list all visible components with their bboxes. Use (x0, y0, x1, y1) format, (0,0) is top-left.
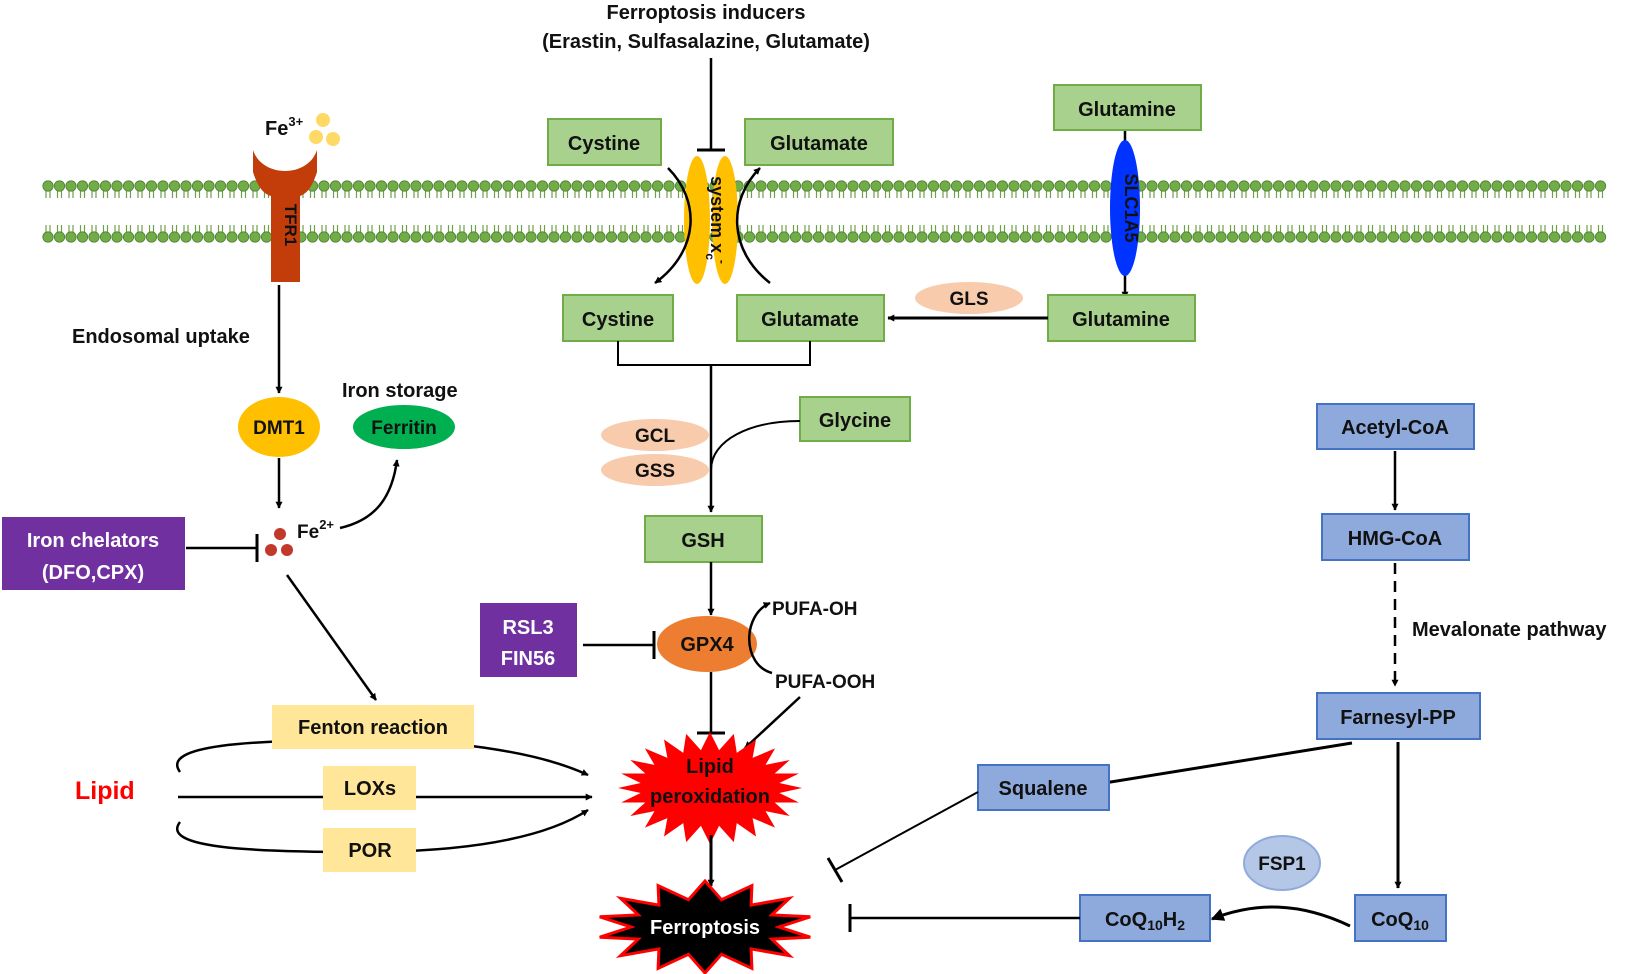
gcl-enzyme (601, 419, 709, 451)
iron-chelators-examples: (DFO,CPX) (42, 562, 144, 584)
pufa-reduction-arrow (748, 601, 773, 675)
tfr1-label: TFR1 (281, 204, 300, 247)
cystine-import-arrow (654, 167, 692, 285)
dmt1-transporter (238, 397, 320, 457)
slc1a5-transporter: SLC1A5 (1110, 140, 1141, 276)
system-xc-label: system xc- (703, 176, 729, 264)
gss-enzyme (601, 454, 709, 486)
rsl3-fin56-box (480, 603, 577, 677)
gss-label: GSS (635, 461, 675, 482)
squalene-inhibit-bar (826, 857, 844, 883)
tfr1-receptor: TFR1 (253, 150, 317, 282)
squalene-box (977, 764, 1110, 811)
glycine-box (799, 396, 911, 442)
por-label: POR (348, 840, 392, 862)
hmg-coa-label: HMG-CoA (1348, 528, 1442, 550)
fin56-label: FIN56 (501, 648, 555, 670)
coq10-box (1354, 894, 1447, 942)
glutamine-extracellular-box (1053, 84, 1202, 131)
glutamate-extracellular-label: Glutamate (770, 133, 868, 155)
fe3-label: Fe3+ (265, 114, 304, 140)
glutamate-export-arrow (735, 167, 771, 284)
squalene-label: Squalene (999, 778, 1088, 800)
farnesyl-to-squalene-arrow (1091, 741, 1353, 788)
fsp1-enzyme (1243, 835, 1321, 891)
ferritin-label: Ferritin (371, 418, 436, 439)
fsp1-label: FSP1 (1258, 854, 1306, 875)
rsl3-label: RSL3 (502, 617, 553, 639)
glycine-merge-arrow (710, 420, 801, 471)
ferritin (353, 405, 455, 449)
inducers-examples: (Erastin, Sulfasalazine, Glutamate) (542, 31, 870, 53)
glycine-label: Glycine (819, 410, 891, 432)
cell-membrane (42, 180, 1607, 243)
glutamate-extracellular-box (744, 118, 894, 166)
dmt1-label: DMT1 (253, 418, 305, 439)
gpx4-label: GPX4 (680, 634, 734, 656)
glutamine-intracellular-label: Glutamine (1072, 309, 1170, 331)
lipid-peroxidation-line1: Lipid (686, 756, 734, 778)
fe2-to-fenton-arrow (285, 574, 378, 701)
pufa-ooh-to-peroxidation-arrow (744, 696, 801, 749)
loxs-box (323, 766, 416, 810)
fe2-to-ferritin-arrow (339, 459, 400, 530)
lipid-label: Lipid (75, 777, 135, 805)
gsh-label: GSH (681, 530, 724, 552)
iron-chelators-label: Iron chelators (27, 530, 159, 552)
fe2-label: Fe2+ (297, 517, 334, 543)
inducers-title: Ferroptosis inducers (607, 2, 806, 24)
coq10h2-label: CoQ10H2 (1105, 909, 1185, 933)
cystine-extracellular-box (547, 118, 662, 166)
gls-label: GLS (949, 289, 988, 310)
iron-storage-label: Iron storage (342, 380, 458, 402)
ferroptosis-burst (599, 878, 811, 974)
hmg-coa-box (1321, 513, 1470, 561)
gsh-box (644, 515, 763, 563)
iron-chelators-box (2, 517, 185, 590)
lipid-peroxidation-burst (618, 732, 802, 844)
farnesyl-pp-label: Farnesyl-PP (1340, 707, 1456, 729)
gpx4-enzyme (657, 616, 757, 672)
fenton-reaction-label: Fenton reaction (298, 717, 448, 739)
por-box (323, 828, 416, 872)
system-xc-transporter: system xc- (684, 156, 738, 284)
gcl-label: GCL (635, 426, 676, 447)
pufa-ooh-label: PUFA-OOH (775, 672, 875, 693)
mevalonate-pathway-label: Mevalonate pathway (1412, 619, 1607, 641)
pufa-oh-label: PUFA-OH (772, 599, 858, 620)
glutamate-intracellular-label: Glutamate (761, 309, 859, 331)
glutamine-intracellular-box (1047, 294, 1196, 342)
endosomal-uptake-label: Endosomal uptake (72, 326, 250, 348)
slc1a5-label: SLC1A5 (1121, 173, 1141, 242)
acetyl-coa-box (1316, 403, 1475, 450)
glutamine-extracellular-label: Glutamine (1078, 99, 1176, 121)
coq10-label: CoQ10 (1371, 909, 1429, 933)
farnesyl-pp-box (1316, 692, 1481, 740)
fenton-reaction-box (272, 705, 474, 749)
gls-enzyme (915, 282, 1023, 314)
ferroptosis-label: Ferroptosis (650, 917, 760, 939)
acetyl-coa-label: Acetyl-CoA (1341, 417, 1449, 439)
lipid-peroxidation-line2: peroxidation (650, 786, 770, 808)
fe3-dots (309, 113, 340, 146)
fe2-dots (265, 528, 293, 556)
cystine-intracellular-label: Cystine (582, 309, 654, 331)
cystine-extracellular-label: Cystine (568, 133, 640, 155)
coq10-reduction-arrow (1210, 905, 1351, 928)
cystine-glutamate-bracket (617, 341, 811, 366)
squalene-inhibit-line (834, 791, 979, 871)
loxs-label: LOXs (344, 778, 396, 800)
